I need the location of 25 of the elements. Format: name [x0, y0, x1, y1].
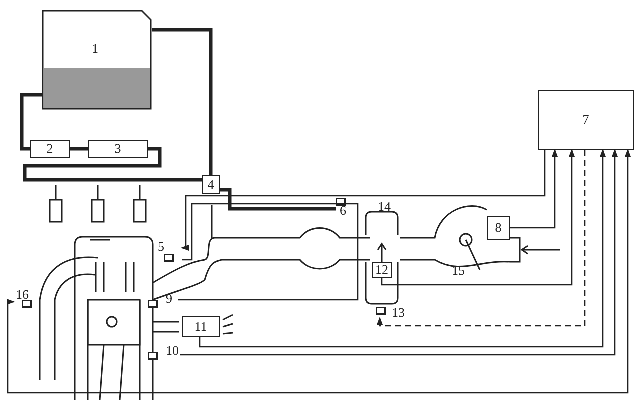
- callout-number: 14: [378, 200, 391, 213]
- wire: [381, 149, 575, 286]
- wire: [377, 150, 586, 327]
- component-box: 3: [88, 140, 148, 158]
- fuel-pipe: [23, 147, 202, 182]
- callout-number: 6: [340, 204, 346, 217]
- component-box: 8: [487, 216, 510, 240]
- fuel-pipe: [220, 188, 336, 211]
- wire: [7, 149, 631, 394]
- component-box: 12: [372, 262, 392, 278]
- wire: [181, 150, 546, 251]
- component-box: 11: [182, 316, 220, 337]
- wire: [510, 149, 558, 229]
- callout-number: 10: [166, 344, 179, 357]
- callout-number: 1: [92, 42, 98, 55]
- fuel-pipe: [20, 93, 42, 151]
- callout-number: 13: [392, 306, 405, 319]
- wire: [178, 203, 359, 301]
- control-unit-box: 7: [538, 90, 634, 150]
- fuel-pipe: [152, 28, 213, 175]
- fuel-pipe: [70, 147, 88, 151]
- component-box: 4: [202, 175, 220, 194]
- callout-number: 5: [158, 240, 164, 253]
- component-box: 2: [30, 140, 70, 158]
- callout-number: 16: [16, 288, 29, 301]
